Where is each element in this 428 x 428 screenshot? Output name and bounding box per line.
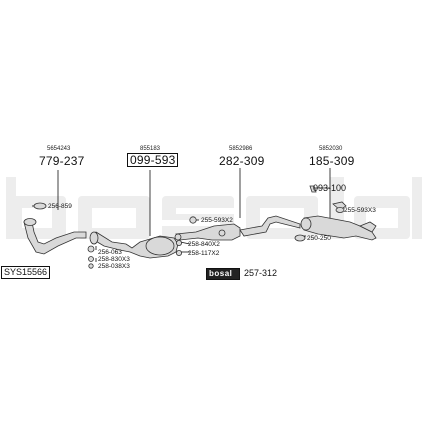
part-label: 255-593X2	[201, 217, 233, 224]
bosal-logo-text: bosal	[209, 269, 233, 278]
ref-code: 5852986	[229, 146, 253, 152]
part-label: 256-063	[98, 249, 122, 256]
front-pipe	[23, 218, 87, 255]
middle-silencer	[174, 215, 301, 241]
kit-number: 257-312	[244, 268, 278, 278]
part-number: 185-309	[309, 154, 355, 168]
ref-code: 5852030	[319, 146, 343, 152]
part-label: 093-100	[313, 183, 347, 193]
part-label: 250-250	[307, 235, 331, 242]
part-number-boxed: 099-593	[127, 153, 179, 167]
part-label: 256-859	[48, 203, 72, 210]
part-label: 258-840X2	[188, 241, 220, 248]
ref-code: 855183	[140, 146, 161, 152]
part-number: 779-237	[39, 154, 85, 168]
part-label: 258-038X3	[98, 263, 130, 270]
clamp-icon	[175, 216, 197, 256]
part-number: 282-309	[219, 154, 265, 168]
rear-silencer	[300, 215, 377, 241]
gasket-icon	[33, 202, 95, 269]
part-label: 255-593X3	[344, 207, 376, 214]
bosal-logo-box: bosal	[206, 268, 240, 280]
part-label: 258-117X2	[188, 250, 220, 257]
ref-code: 5654243	[47, 146, 71, 152]
system-code: SYS15566	[1, 266, 51, 279]
catalytic-converter	[89, 231, 179, 259]
hanger-icon	[294, 185, 347, 242]
part-label: 258-830X3	[98, 256, 130, 263]
